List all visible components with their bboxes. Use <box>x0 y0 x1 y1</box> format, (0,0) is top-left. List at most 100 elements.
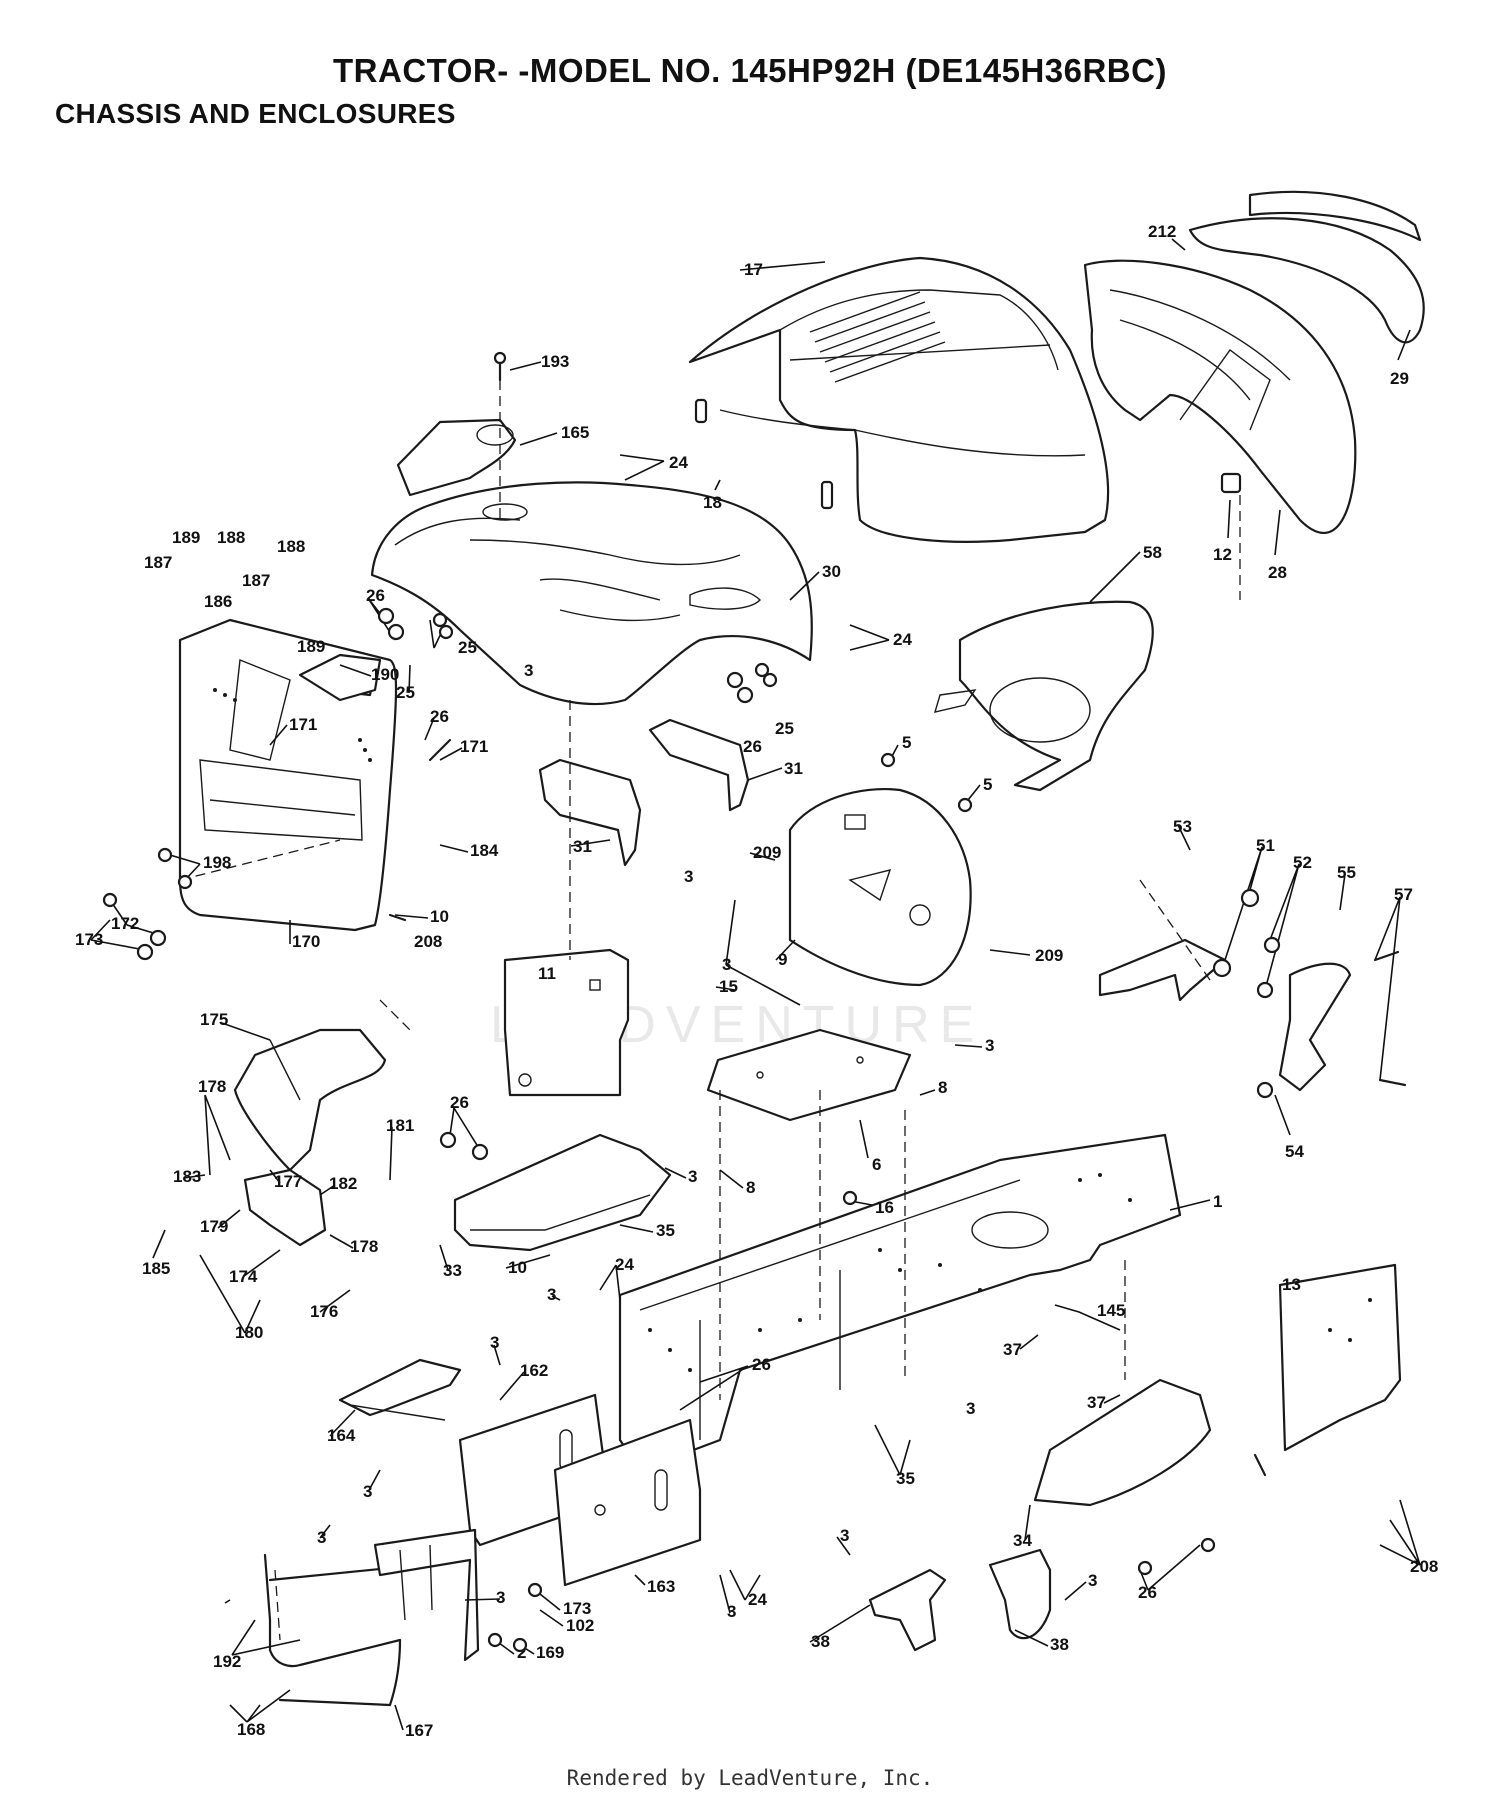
callout-209: 209 <box>753 843 781 862</box>
callout-145: 145 <box>1097 1301 1125 1320</box>
callout-171: 171 <box>460 737 488 756</box>
mounting-plate-6 <box>706 1028 912 1122</box>
callout-3: 3 <box>985 1036 994 1055</box>
side-plate-13 <box>1278 1263 1402 1452</box>
callout-185: 185 <box>142 1259 170 1278</box>
hardware-fasteners <box>102 607 1407 1653</box>
callout-24: 24 <box>669 453 688 472</box>
callout-37: 37 <box>1003 1340 1022 1359</box>
callout-57: 57 <box>1394 885 1413 904</box>
callout-52: 52 <box>1293 853 1312 872</box>
callout-189: 189 <box>172 528 200 547</box>
diagram-subtitle: CHASSIS AND ENCLOSURES <box>55 98 456 129</box>
callout-181: 181 <box>386 1116 414 1135</box>
callout-209: 209 <box>1035 946 1063 965</box>
callout-3: 3 <box>688 1167 697 1186</box>
lift-bracket-174 <box>243 1168 327 1247</box>
callout-171: 171 <box>289 715 317 734</box>
bracket-53 <box>1098 938 1227 1002</box>
footer-credit: Rendered by LeadVenture, Inc. <box>566 1766 934 1790</box>
callout-188: 188 <box>217 528 245 547</box>
callout-190: 190 <box>371 665 399 684</box>
callout-38: 38 <box>1050 1635 1069 1654</box>
callout-35: 35 <box>656 1221 675 1240</box>
callout-54: 54 <box>1285 1142 1304 1161</box>
callout-34: 34 <box>1013 1531 1032 1550</box>
callout-170: 170 <box>292 932 320 951</box>
callout-37: 37 <box>1087 1393 1106 1412</box>
callout-177: 177 <box>274 1172 302 1191</box>
callout-labels: 1 2 3 3 3 3 3 3 3 3 3 3 3 3 3 3 5 5 6 8 … <box>75 222 1438 1740</box>
callout-10: 10 <box>508 1258 527 1277</box>
callout-9: 9 <box>778 950 787 969</box>
callout-3: 3 <box>684 867 693 886</box>
callout-3: 3 <box>490 1333 499 1352</box>
callout-11: 11 <box>538 964 556 983</box>
callout-186: 186 <box>204 592 232 611</box>
side-plate-11 <box>503 948 630 1097</box>
diagram-title: TRACTOR- -MODEL NO. 145HP92H (DE145H36RB… <box>333 52 1167 89</box>
callout-3: 3 <box>524 661 533 680</box>
callout-5: 5 <box>902 733 911 752</box>
callout-30: 30 <box>822 562 841 581</box>
callout-18: 18 <box>703 493 722 512</box>
callout-3: 3 <box>547 1285 556 1304</box>
callout-167: 167 <box>405 1721 433 1740</box>
callout-3: 3 <box>1088 1571 1097 1590</box>
callout-28: 28 <box>1268 563 1287 582</box>
callout-182: 182 <box>329 1174 357 1193</box>
callout-26: 26 <box>450 1093 469 1112</box>
lift-cover-175 <box>233 1028 387 1172</box>
callout-3: 3 <box>727 1602 736 1621</box>
callout-168: 168 <box>237 1720 265 1739</box>
callout-10: 10 <box>430 907 449 926</box>
callout-179: 179 <box>200 1217 228 1236</box>
callout-8: 8 <box>938 1078 947 1097</box>
callout-175: 175 <box>200 1010 228 1029</box>
front-plate-163 <box>553 1418 702 1587</box>
callout-24: 24 <box>893 630 912 649</box>
rear-fender-pan <box>933 600 1154 792</box>
callout-8: 8 <box>746 1178 755 1197</box>
dash-panel <box>370 481 813 706</box>
callout-26: 26 <box>430 707 449 726</box>
dash-support-plate <box>788 788 972 987</box>
cup-holder-cover <box>396 351 517 497</box>
bracket-31-left <box>538 758 642 867</box>
callout-26: 26 <box>366 586 385 605</box>
callout-187: 187 <box>144 553 172 572</box>
rear-shield-34 <box>1033 1378 1212 1507</box>
callout-183: 183 <box>173 1167 201 1186</box>
callout-31: 31 <box>573 837 592 856</box>
callout-3: 3 <box>496 1588 505 1607</box>
callout-26: 26 <box>743 737 762 756</box>
callout-1: 1 <box>1213 1192 1222 1211</box>
callout-208: 208 <box>1410 1557 1438 1576</box>
callout-24: 24 <box>615 1255 634 1274</box>
callout-178: 178 <box>198 1077 226 1096</box>
callout-189: 189 <box>297 637 325 656</box>
bracket-164 <box>338 1358 462 1421</box>
callout-26: 26 <box>752 1355 771 1374</box>
callout-33: 33 <box>443 1261 462 1280</box>
assembly-guide-lines <box>179 380 1241 1641</box>
grille-housing <box>1083 190 1425 535</box>
callout-3: 3 <box>840 1526 849 1545</box>
callout-187: 187 <box>242 571 270 590</box>
callout-51: 51 <box>1256 836 1275 855</box>
callout-25: 25 <box>396 683 415 702</box>
hood <box>688 256 1110 543</box>
callout-162: 162 <box>520 1361 548 1380</box>
callout-5: 5 <box>983 775 992 794</box>
callout-6: 6 <box>872 1155 881 1174</box>
callout-212: 212 <box>1148 222 1176 241</box>
bracket-55 <box>1278 962 1352 1092</box>
callout-173: 173 <box>563 1599 591 1618</box>
chassis-frame <box>618 1133 1182 1472</box>
callout-15: 15 <box>719 977 738 996</box>
callout-208: 208 <box>414 932 442 951</box>
callout-3: 3 <box>317 1528 326 1547</box>
callout-25: 25 <box>775 719 794 738</box>
callout-38: 38 <box>811 1632 830 1651</box>
